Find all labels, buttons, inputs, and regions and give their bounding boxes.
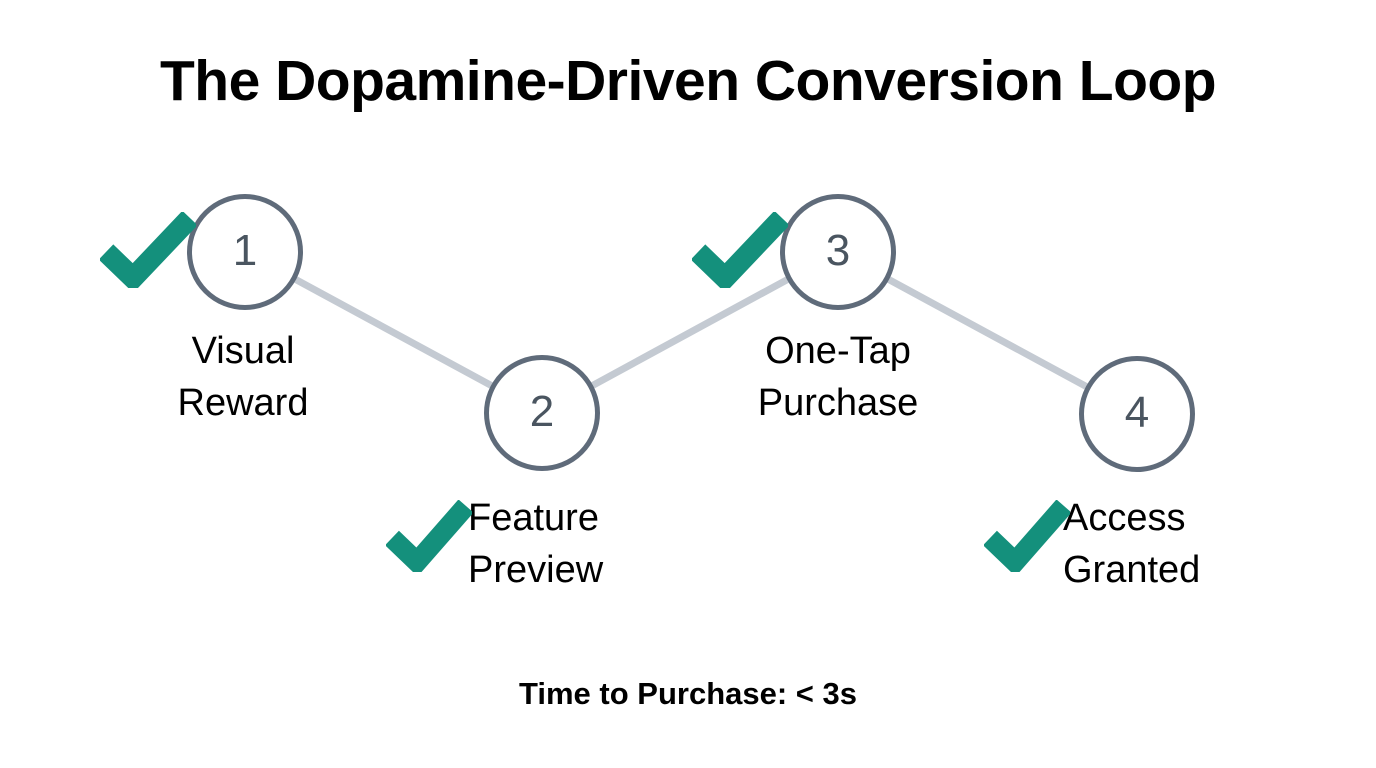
- step-label-4: Access Granted: [1063, 492, 1200, 596]
- step-node-3[interactable]: 3: [780, 194, 896, 310]
- step-label-2-line2: Preview: [468, 549, 604, 591]
- step-label-3-line2: Purchase: [757, 382, 919, 424]
- step-number-4: 4: [1124, 388, 1150, 437]
- step-label-1-line2: Reward: [177, 382, 309, 424]
- step-label-2-line1: Feature: [468, 497, 599, 539]
- step-label-1-line1: Visual: [191, 330, 295, 372]
- step-node-4[interactable]: 4: [1079, 356, 1195, 472]
- check-icon-step-1: [100, 212, 196, 288]
- step-label-2: Feature Preview: [468, 492, 603, 596]
- step-number-3: 3: [825, 226, 851, 275]
- page-title: The Dopamine-Driven Conversion Loop: [159, 49, 1217, 113]
- step-node-1[interactable]: 1: [187, 194, 303, 310]
- step-label-4-line1: Access: [1063, 497, 1186, 539]
- step-number-1: 1: [232, 226, 258, 275]
- check-icon-step-2: [386, 500, 472, 572]
- step-label-4-line2: Granted: [1063, 549, 1201, 591]
- step-number-2: 2: [529, 387, 555, 436]
- step-node-2[interactable]: 2: [484, 355, 600, 471]
- check-icon-step-3: [692, 212, 788, 288]
- step-label-3: One-Tap Purchase: [758, 325, 919, 429]
- footer-note: Time to Purchase: < 3s: [519, 676, 857, 711]
- step-label-1: Visual Reward: [178, 325, 309, 429]
- check-icon-step-4: [984, 500, 1070, 572]
- step-label-3-line1: One-Tap: [765, 330, 911, 372]
